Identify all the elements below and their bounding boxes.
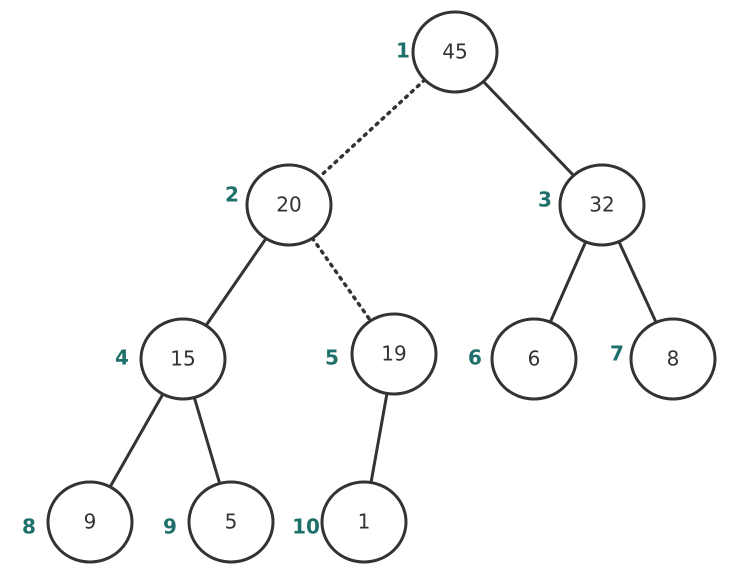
tree-node-2: 20 2	[225, 163, 333, 247]
edges-layer	[108, 78, 658, 489]
node-index-label: 9	[163, 515, 177, 539]
node-value: 32	[589, 193, 614, 217]
edge-3-to-7	[617, 240, 658, 324]
node-index-label: 7	[610, 342, 624, 366]
node-circle	[245, 163, 333, 247]
node-value: 9	[84, 510, 97, 534]
tree-node-6: 66	[468, 317, 578, 401]
node-index-label: 3	[538, 188, 552, 212]
node-index-label: 6	[468, 346, 482, 370]
node-value: 5	[225, 510, 238, 534]
tree-node-10: 1 10	[292, 480, 408, 564]
tree-node-4: 15 4	[115, 317, 227, 401]
node-circle	[558, 163, 646, 247]
tree-node-3: 32 3	[538, 163, 646, 247]
edge-1-to-3	[481, 80, 576, 177]
node-circle	[46, 480, 134, 564]
node-index-label: 4	[115, 346, 129, 370]
node-index-label: 5	[325, 346, 339, 370]
edge-2-to-5	[310, 236, 373, 323]
edge-4-to-9	[192, 396, 222, 485]
node-value: 15	[170, 347, 195, 371]
node-value: 6	[528, 347, 541, 371]
tree-node-5: 19 5	[325, 312, 438, 396]
edge-5-to-10	[369, 391, 389, 485]
node-index-label: 2	[225, 183, 239, 207]
tree-node-9: 59	[163, 480, 275, 564]
node-value: 8	[667, 347, 680, 371]
node-index-label: 1	[396, 39, 410, 63]
node-circle	[350, 312, 438, 396]
tree-node-7: 87	[610, 317, 717, 401]
node-value: 45	[442, 40, 467, 64]
node-index-label: 8	[22, 515, 36, 539]
node-circle	[629, 317, 717, 401]
node-index-label: 10	[292, 515, 320, 539]
node-circle	[320, 480, 408, 564]
tree-node-1: 45 1	[396, 10, 499, 94]
node-value: 1	[358, 510, 371, 534]
edge-1-to-2	[317, 78, 427, 179]
node-value: 20	[276, 193, 301, 217]
edge-2-to-4	[204, 237, 268, 327]
edge-4-to-8	[108, 392, 165, 489]
edge-3-to-6	[548, 240, 588, 324]
node-circle	[139, 317, 227, 401]
node-value: 19	[381, 342, 406, 366]
tree-node-8: 98	[22, 480, 134, 564]
node-circle	[411, 10, 499, 94]
node-circle	[490, 317, 578, 401]
node-circle	[187, 480, 275, 564]
